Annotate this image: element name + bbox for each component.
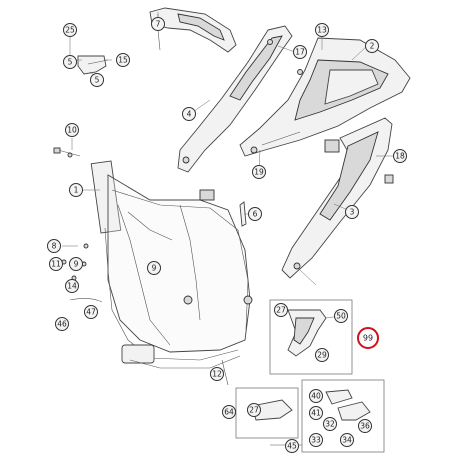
svg-text:9: 9 xyxy=(74,260,79,269)
callout-11: 11 xyxy=(49,257,63,271)
part-2-rear-subframe xyxy=(239,37,411,157)
callout-46: 46 xyxy=(55,317,69,331)
callout-7: 7 xyxy=(151,17,165,31)
svg-text:5: 5 xyxy=(68,58,73,67)
svg-text:47: 47 xyxy=(86,308,96,317)
svg-text:41: 41 xyxy=(311,409,321,418)
svg-text:45: 45 xyxy=(287,442,297,451)
callout-45: 45 xyxy=(285,439,299,453)
callout-50: 50 xyxy=(334,309,348,323)
svg-text:27: 27 xyxy=(276,306,286,315)
svg-text:9: 9 xyxy=(152,264,157,273)
svg-text:36: 36 xyxy=(360,422,370,431)
part-7-rail xyxy=(149,7,237,53)
svg-text:7: 7 xyxy=(156,20,161,29)
svg-text:99: 99 xyxy=(363,334,373,343)
callout-12: 12 xyxy=(210,367,224,381)
bolt-hardware-left xyxy=(61,243,89,281)
callout-13: 13 xyxy=(315,23,329,37)
part-5-bracket xyxy=(77,55,109,75)
part-6-clip xyxy=(239,201,247,227)
svg-text:40: 40 xyxy=(311,392,321,401)
callout-33: 33 xyxy=(309,433,323,447)
svg-text:64: 64 xyxy=(224,408,234,417)
callout-2: 2 xyxy=(365,39,379,53)
svg-text:6: 6 xyxy=(253,210,258,219)
callout-99-highlighted: 99 xyxy=(357,327,379,349)
callout-27b: 27 xyxy=(247,403,261,417)
callout-10: 10 xyxy=(65,123,79,137)
svg-text:8: 8 xyxy=(52,242,57,251)
callout-19: 19 xyxy=(252,165,266,179)
part-47-cable xyxy=(69,298,103,303)
svg-text:12: 12 xyxy=(212,370,222,379)
callout-1: 1 xyxy=(69,183,83,197)
callout-9b: 9 xyxy=(147,261,161,275)
svg-text:29: 29 xyxy=(317,351,327,360)
callout-5: 5 xyxy=(63,55,77,69)
svg-text:15: 15 xyxy=(118,56,128,65)
part-10-bolt-kit xyxy=(53,147,81,158)
part-1-main-frame xyxy=(90,160,253,369)
callout-8: 8 xyxy=(47,239,61,253)
callout-29: 29 xyxy=(315,348,329,362)
svg-text:17: 17 xyxy=(295,48,305,57)
svg-text:10: 10 xyxy=(67,126,77,135)
svg-text:50: 50 xyxy=(336,312,346,321)
inset-box-64 xyxy=(235,387,299,439)
svg-text:4: 4 xyxy=(187,110,192,119)
svg-text:25: 25 xyxy=(65,26,75,35)
callout-27a: 27 xyxy=(274,303,288,317)
callout-41: 41 xyxy=(309,406,323,420)
svg-text:2: 2 xyxy=(370,42,375,51)
part-12-bolt xyxy=(221,359,229,386)
part-4-subframe-rail xyxy=(177,25,293,173)
svg-text:46: 46 xyxy=(57,320,67,329)
callout-32: 32 xyxy=(323,417,337,431)
callout-47: 47 xyxy=(84,305,98,319)
callout-6: 6 xyxy=(248,207,262,221)
callout-4: 4 xyxy=(182,107,196,121)
svg-text:3: 3 xyxy=(350,208,355,217)
svg-text:13: 13 xyxy=(317,26,327,35)
svg-text:14: 14 xyxy=(67,282,77,291)
callout-3: 3 xyxy=(345,205,359,219)
callout-14: 14 xyxy=(65,279,79,293)
callout-15: 15 xyxy=(116,53,130,67)
svg-text:5: 5 xyxy=(95,76,100,85)
callout-5b: 5 xyxy=(90,73,104,87)
inset-box-99 xyxy=(269,299,353,375)
svg-text:1: 1 xyxy=(74,186,79,195)
part-18-nut xyxy=(384,174,394,184)
callout-9: 9 xyxy=(69,257,83,271)
callout-25: 25 xyxy=(63,23,77,37)
callout-34: 34 xyxy=(340,433,354,447)
svg-text:27: 27 xyxy=(249,406,259,415)
svg-text:19: 19 xyxy=(254,168,264,177)
part-3-side-rail xyxy=(281,117,393,279)
svg-text:18: 18 xyxy=(395,152,405,161)
callout-40: 40 xyxy=(309,389,323,403)
svg-text:32: 32 xyxy=(325,420,335,429)
callout-17: 17 xyxy=(293,45,307,59)
svg-text:11: 11 xyxy=(51,260,61,269)
callout-36: 36 xyxy=(358,419,372,433)
svg-text:34: 34 xyxy=(342,436,352,445)
callout-18: 18 xyxy=(393,149,407,163)
svg-text:33: 33 xyxy=(311,436,321,445)
callout-64: 64 xyxy=(222,405,236,419)
